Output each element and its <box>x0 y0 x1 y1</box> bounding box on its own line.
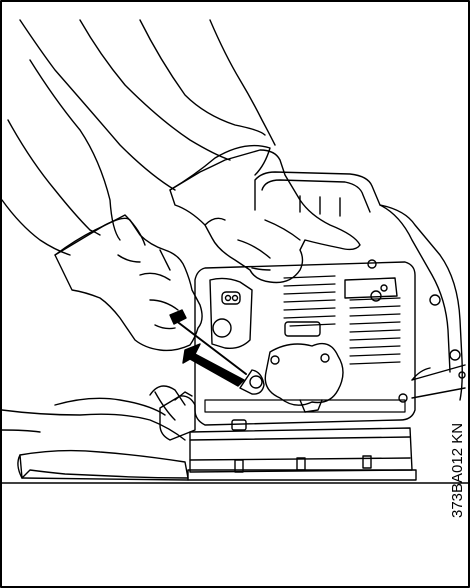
cooling-fins <box>283 275 401 365</box>
reference-code: 373BA012 KN <box>449 422 466 518</box>
carburetor-knob <box>212 318 232 338</box>
housing-screw <box>367 259 377 269</box>
screwdriver-handle <box>169 309 187 325</box>
screwdriver <box>174 319 247 375</box>
control-knob <box>370 290 382 302</box>
switch <box>221 291 241 305</box>
boot <box>19 449 189 479</box>
housing-screw <box>429 294 441 306</box>
intake-block <box>284 321 321 337</box>
fuel-tank-cap <box>264 342 344 406</box>
operator-leg <box>1 385 189 481</box>
left-glove <box>54 217 203 352</box>
blower-pipe <box>398 364 466 403</box>
primer-bulb <box>239 369 265 395</box>
housing-screw <box>449 349 461 361</box>
base-tank <box>187 419 417 481</box>
fuel-bottle <box>159 391 196 441</box>
engine-body <box>194 261 416 426</box>
operator-arms <box>1 19 276 256</box>
direction-arrow <box>182 343 245 387</box>
right-glove <box>169 149 361 284</box>
blower-housing <box>254 171 463 401</box>
